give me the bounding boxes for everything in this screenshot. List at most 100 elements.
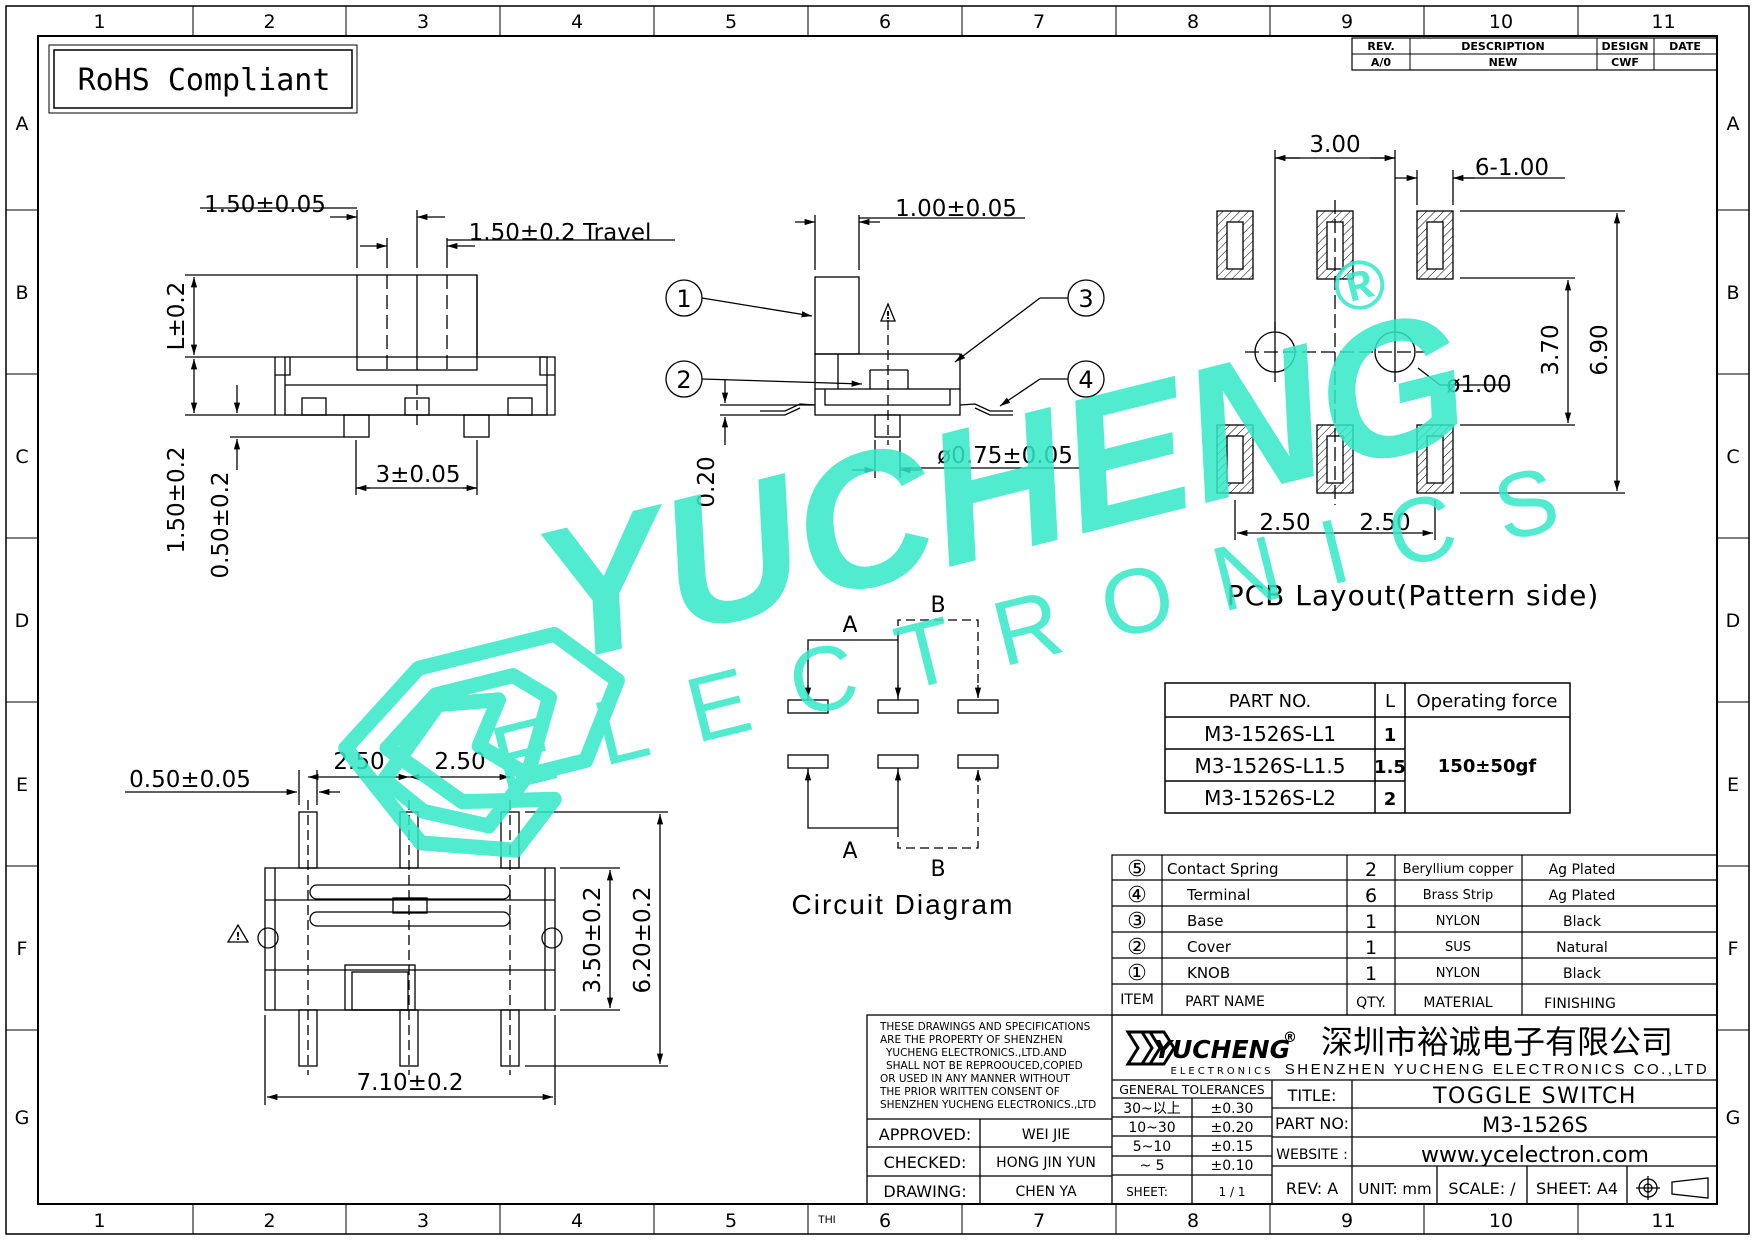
watermark: YUCHENG ® ELECTRONICS xyxy=(338,241,1611,858)
partno-value: M3-1526S xyxy=(1482,1113,1588,1137)
bom-header-name: PART NAME xyxy=(1185,994,1265,1010)
thi-mark: THI xyxy=(818,1214,836,1226)
side-view-dims: 1.50±0.05 1.50±0.2 Travel L±0.2 1.50±0.2… xyxy=(164,192,651,579)
dim-pcb-pitch: 3.00 xyxy=(1309,132,1360,158)
copyright-notice-line: YUCHENG ELECTRONICS.,LTD.AND xyxy=(885,1047,1067,1059)
title-label: TITLE: xyxy=(1287,1086,1337,1105)
bom-material: SUS xyxy=(1445,940,1471,955)
part-row-3-partno: M3-1526S-L2 xyxy=(1204,786,1336,810)
part-row-3-l: 2 xyxy=(1384,789,1397,810)
bom-finishing: Ag Plated xyxy=(1549,888,1616,904)
logo-brand: YUCHENG xyxy=(1154,1035,1290,1064)
grid-column-label: 7 xyxy=(1033,1210,1045,1232)
logo-reg-mark: ® xyxy=(1283,1030,1297,1046)
drawing-value: CHEN YA xyxy=(1015,1184,1077,1200)
rev-letter: REV: A xyxy=(1286,1179,1338,1198)
grid-column-label: 2 xyxy=(263,1210,275,1232)
grid-column-label: 4 xyxy=(571,11,583,33)
dim-pin-width: 0.50±0.05 xyxy=(129,767,251,793)
website-label: WEBSITE : xyxy=(1276,1147,1348,1163)
grid-column-label: 7 xyxy=(1033,11,1045,33)
description-header: DESCRIPTION xyxy=(1461,40,1544,53)
grid-column-label: 9 xyxy=(1341,1210,1353,1232)
company-name-en: SHENZHEN YUCHENG ELECTRONICS CO.,LTD xyxy=(1285,1061,1710,1078)
part-header-l: L xyxy=(1385,691,1395,712)
checked-value: HONG JIN YUN xyxy=(996,1155,1096,1171)
approved-value: WEI JIE xyxy=(1022,1127,1070,1143)
projection-symbol-icon xyxy=(1636,1176,1709,1200)
grid-row-label: G xyxy=(1726,1107,1741,1129)
top-view xyxy=(125,770,668,1105)
part-table: PART NO. L Operating force M3-1526S-L1 1… xyxy=(1164,682,1571,814)
top-view-dims: 0.50±0.05 2.50 2.50 3.50±0.2 6.20±0.2 7.… xyxy=(129,749,656,1096)
title-value: TOGGLE SWITCH xyxy=(1432,1084,1637,1109)
company-logo: YUCHENG ® ELECTRONICS xyxy=(1125,1030,1297,1077)
grid-column-label: 8 xyxy=(1187,1210,1199,1232)
top-warning-mark: ! xyxy=(235,930,240,943)
part-header-partno: PART NO. xyxy=(1229,691,1312,712)
rohs-label: RoHS Compliant xyxy=(78,63,331,98)
tol-value-3: ±0.15 xyxy=(1211,1139,1254,1155)
dim-knob-width: 1.50±0.05 xyxy=(204,192,326,218)
tol-value-4: ±0.10 xyxy=(1211,1158,1254,1174)
grid-row-label: F xyxy=(1728,938,1739,960)
bom-item-number: ② xyxy=(1127,935,1147,960)
bom-header-material: MATERIAL xyxy=(1423,995,1492,1011)
circuit-b-top: B xyxy=(930,593,945,618)
grid-row-label: D xyxy=(15,610,30,632)
part-row-2-partno: M3-1526S-L1.5 xyxy=(1195,754,1346,778)
bom-qty: 1 xyxy=(1365,911,1377,933)
sheet-size: SHEET: A4 xyxy=(1536,1179,1618,1198)
bom-qty: 1 xyxy=(1365,937,1377,959)
tol-range-1: 30~以上 xyxy=(1123,1101,1181,1117)
tol-value-1: ±0.30 xyxy=(1211,1101,1254,1117)
end-knob xyxy=(814,276,860,355)
dim-pin-diameter: ø0.75±0.05 xyxy=(937,443,1073,469)
copyright-notice-line: THE PRIOR WRITTEN CONSENT OF xyxy=(879,1086,1060,1098)
grid-row-label: A xyxy=(16,113,29,135)
dim-top-overall-width: 7.10±0.2 xyxy=(356,1070,463,1096)
logo-sub: ELECTRONICS xyxy=(1171,1066,1274,1077)
grid-row-label: D xyxy=(1726,610,1741,632)
bom-material: NYLON xyxy=(1436,966,1480,981)
bom-material: NYLON xyxy=(1436,914,1480,929)
description-value: NEW xyxy=(1489,56,1518,69)
part-row-1-l: 1 xyxy=(1384,725,1397,746)
sheet-value: 1 / 1 xyxy=(1219,1185,1246,1199)
grid-row-label: C xyxy=(1726,446,1739,468)
grid-column-label: 3 xyxy=(417,1210,429,1232)
grid-row-label: B xyxy=(1726,282,1739,304)
bom-item-number: ① xyxy=(1127,961,1147,986)
dim-body-height: 1.50±0.2 xyxy=(164,446,190,553)
dim-end-knob-width: 1.00±0.05 xyxy=(895,196,1017,222)
dim-pcb-outer: 6.90 xyxy=(1587,324,1613,375)
grid-column-label: 6 xyxy=(879,1210,891,1232)
grid-column-label: 1 xyxy=(93,11,105,33)
grid-column-label: 1 xyxy=(93,1210,105,1232)
bom-part-name: Contact Spring xyxy=(1167,860,1279,878)
pcb-layout xyxy=(1216,150,1625,540)
grid-column-label: 5 xyxy=(725,1210,737,1232)
bom-material: Brass Strip xyxy=(1423,888,1493,903)
rev-value: A/0 xyxy=(1371,56,1392,69)
grid-column-label: 3 xyxy=(417,11,429,33)
circuit-a-top: A xyxy=(842,613,857,638)
grid-row-label: E xyxy=(16,774,28,796)
dim-pin-height: 0.50±0.2 xyxy=(208,471,234,578)
end-view-labels: 1.00±0.05 ø0.75±0.05 0.20 1 2 3 4 ! xyxy=(676,196,1093,508)
design-value: CWF xyxy=(1611,56,1639,69)
dim-travel: 1.50±0.2 Travel xyxy=(469,220,652,246)
grid-column-label: 10 xyxy=(1489,11,1513,33)
grid-row-label: C xyxy=(15,446,28,468)
bom-finishing: Natural xyxy=(1556,940,1608,956)
bom-part-name: KNOB xyxy=(1187,964,1230,982)
bom-material: Beryllium copper xyxy=(1403,862,1514,877)
grid-column-label: 11 xyxy=(1651,11,1675,33)
bom-item-number: ⑤ xyxy=(1127,857,1147,882)
circuit-a-bottom: A xyxy=(842,839,857,864)
bom-qty: 6 xyxy=(1365,885,1377,907)
side-view xyxy=(185,207,675,495)
